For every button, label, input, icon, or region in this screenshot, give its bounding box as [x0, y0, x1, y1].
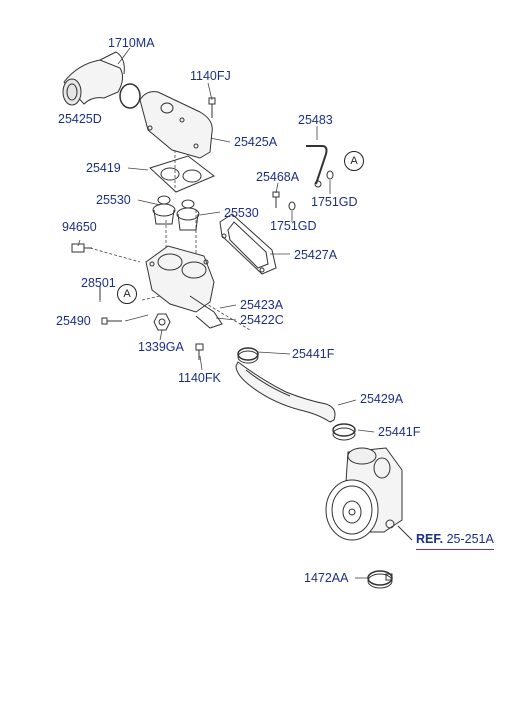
reference-callout: REF. 25-251A [416, 531, 494, 550]
part-25441F-clamp-upper [237, 347, 259, 364]
label-25441F-lower: 25441F [378, 425, 421, 439]
label-25429A: 25429A [360, 392, 404, 406]
label-1751GD-right: 1751GD [311, 195, 358, 209]
part-25530-thermostat-left [152, 195, 176, 225]
part-1140FK-bolt [195, 343, 204, 360]
connector-mark-a-upper: A [344, 151, 364, 171]
label-25425A: 25425A [234, 135, 278, 149]
part-25468A-bolt [272, 191, 280, 208]
part-1751GD-clamp-a [288, 201, 296, 211]
label-94650: 94650 [62, 220, 97, 234]
label-25423A: 25423A [240, 298, 284, 312]
part-25530-thermostat-right [176, 199, 200, 231]
part-1472AA-clamp [367, 570, 393, 589]
label-25422C: 25422C [240, 313, 284, 327]
label-28501: 28501 [81, 276, 116, 290]
label-25530-left: 25530 [96, 193, 131, 207]
part-1339GA-nut [153, 313, 171, 331]
part-1710MA-oring [119, 83, 141, 109]
label-25468A: 25468A [256, 170, 300, 184]
label-1140FK: 1140FK [178, 371, 221, 385]
part-25441F-clamp-lower [332, 423, 356, 441]
label-25530-right: 25530 [224, 206, 259, 220]
part-25419-gasket [149, 155, 215, 193]
part-25425D-elbow [62, 51, 125, 106]
part-water-pump [325, 447, 413, 541]
part-25490-bolt [101, 317, 122, 325]
label-1710MA: 1710MA [108, 36, 155, 50]
label-1751GD-lower: 1751GD [270, 219, 317, 233]
connector-mark-a-lower: A [117, 284, 137, 304]
part-25427A-gasket [219, 213, 277, 275]
label-25490: 25490 [56, 314, 91, 328]
label-1339GA: 1339GA [138, 340, 184, 354]
label-25419: 25419 [86, 161, 121, 175]
part-25483-pipe [306, 145, 328, 188]
part-1140FJ-bolt [208, 97, 216, 118]
label-25483: 25483 [298, 113, 333, 127]
part-94650-sensor [71, 243, 92, 253]
label-25427A: 25427A [294, 248, 338, 262]
reference-prefix: REF. [416, 532, 444, 546]
part-1751GD-clamp-b [326, 170, 334, 180]
label-1472AA: 1472AA [304, 571, 349, 585]
reference-code: 25-251A [446, 532, 494, 546]
part-thermostat-housing-body [145, 245, 223, 329]
part-25425A-housing [139, 91, 213, 159]
part-25429A-hose [235, 361, 336, 423]
label-25425D: 25425D [58, 112, 102, 126]
label-1140FJ: 1140FJ [190, 69, 231, 83]
label-25441F-upper: 25441F [292, 347, 335, 361]
